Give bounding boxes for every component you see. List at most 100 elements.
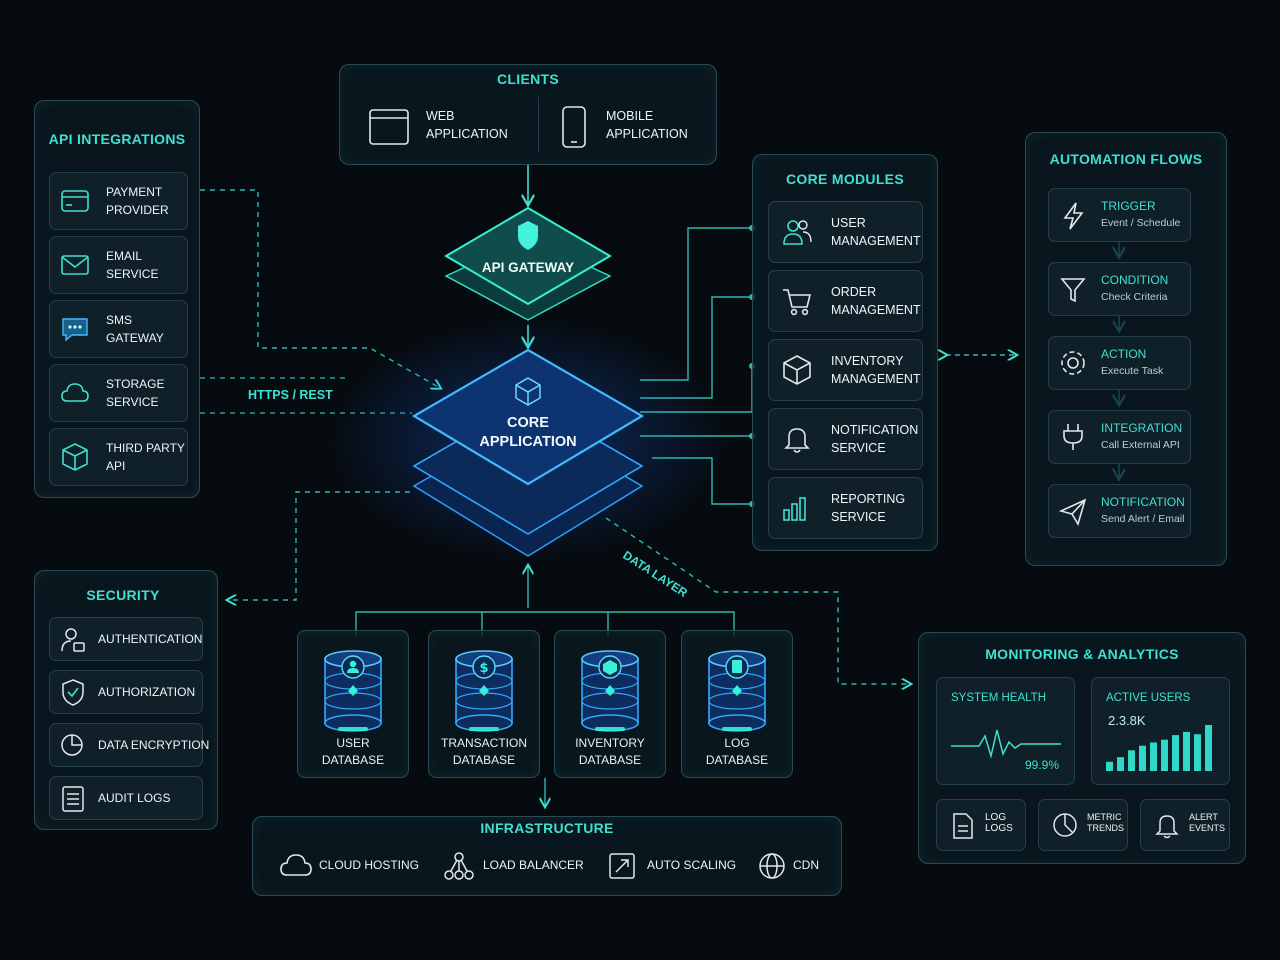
monitoring-panel: MONITORING & ANALYTICS SYSTEM HEALTH 99.… xyxy=(918,632,1246,864)
browser-icon xyxy=(369,109,409,145)
filter-icon xyxy=(1060,278,1086,303)
box-icon xyxy=(783,355,811,385)
globe-icon xyxy=(759,853,785,879)
core-modules-title: CORE MODULES xyxy=(786,171,904,187)
core-application-shape xyxy=(411,348,645,557)
system-health-card[interactable]: SYSTEM HEALTH 99.9% xyxy=(936,677,1075,785)
mail-icon xyxy=(61,255,89,275)
pie-lock-icon xyxy=(61,734,83,756)
pie-icon xyxy=(1053,813,1077,837)
security-audit-logs[interactable]: AUDIT LOGS xyxy=(49,776,203,820)
active-users-bars xyxy=(1106,725,1212,771)
active-users-bar xyxy=(1172,735,1179,771)
cube-icon xyxy=(62,443,88,471)
plug-icon xyxy=(1063,424,1083,450)
svg-text:$: $ xyxy=(479,661,488,676)
database-icon xyxy=(581,650,639,732)
api-gateway-shape xyxy=(444,206,612,321)
automation-title: AUTOMATION FLOWS xyxy=(1049,151,1203,167)
infrastructure-title: INFRASTRUCTURE xyxy=(480,820,614,836)
security-authorization[interactable]: AUTHORIZATION xyxy=(49,670,203,714)
bars-icon xyxy=(783,497,806,521)
database-icon: $ xyxy=(455,650,513,732)
card-icon xyxy=(61,190,89,212)
clients-divider xyxy=(538,97,539,153)
active-users-bar xyxy=(1106,761,1113,771)
cloud-icon xyxy=(61,383,89,402)
database-icon xyxy=(708,650,766,732)
active-users-bar xyxy=(1205,725,1212,771)
links-databases xyxy=(355,566,735,806)
flow-notification[interactable]: NOTIFICATION Send Alert / Email xyxy=(1048,484,1191,538)
database-icon xyxy=(324,650,382,732)
security-panel: SECURITY AUTHENTICATION AUTHORIZATION DA… xyxy=(34,570,218,830)
chat-icon xyxy=(62,318,88,342)
flow-condition[interactable]: CONDITION Check Criteria xyxy=(1048,262,1191,316)
active-users-bar xyxy=(1183,731,1190,771)
active-users-bar xyxy=(1117,757,1124,771)
active-users-bar xyxy=(1139,745,1146,771)
security-authentication[interactable]: AUTHENTICATION xyxy=(49,617,203,661)
infrastructure-panel: INFRASTRUCTURE CLOUD HOSTING LOAD BALANC… xyxy=(252,816,842,896)
api-integrations-title: API INTEGRATIONS xyxy=(48,131,186,147)
heartbeat-line xyxy=(951,729,1061,759)
security-encryption[interactable]: DATA ENCRYPTION xyxy=(49,723,209,767)
monitoring-title: MONITORING & ANALYTICS xyxy=(985,646,1179,662)
link-core-monitoring xyxy=(605,517,910,684)
cloud-icon xyxy=(280,854,312,876)
active-users-bar xyxy=(1128,750,1135,771)
active-users-card[interactable]: ACTIVE USERS 2.3.8K xyxy=(1091,677,1230,785)
bell-icon xyxy=(1155,815,1179,839)
flow-action[interactable]: ACTION Execute Task xyxy=(1048,336,1191,390)
cart-icon xyxy=(783,289,812,316)
security-title: SECURITY xyxy=(86,587,160,603)
list-icon xyxy=(62,786,84,812)
gear-icon xyxy=(1061,351,1085,375)
active-users-bar xyxy=(1194,734,1201,771)
system-health-label: SYSTEM HEALTH xyxy=(951,692,1046,704)
send-icon xyxy=(1059,498,1087,526)
nodes-icon xyxy=(444,852,474,880)
flow-trigger[interactable]: TRIGGER Event / Schedule xyxy=(1048,188,1191,242)
system-health-value: 99.9% xyxy=(1025,758,1060,772)
bolt-icon xyxy=(1063,202,1084,230)
expand-icon xyxy=(609,853,635,879)
api-gateway-label[interactable]: API GATEWAY xyxy=(481,260,575,275)
https-rest-label: HTTPS / REST xyxy=(248,388,333,402)
active-users-label: ACTIVE USERS xyxy=(1106,692,1191,704)
flow-integration[interactable]: INTEGRATION Call External API xyxy=(1048,410,1191,464)
users-icon xyxy=(783,220,812,245)
active-users-value: 2.3.8K xyxy=(1108,713,1146,728)
mobile-icon xyxy=(562,106,586,148)
user-lock-icon xyxy=(61,628,85,652)
shield-icon xyxy=(62,679,84,706)
